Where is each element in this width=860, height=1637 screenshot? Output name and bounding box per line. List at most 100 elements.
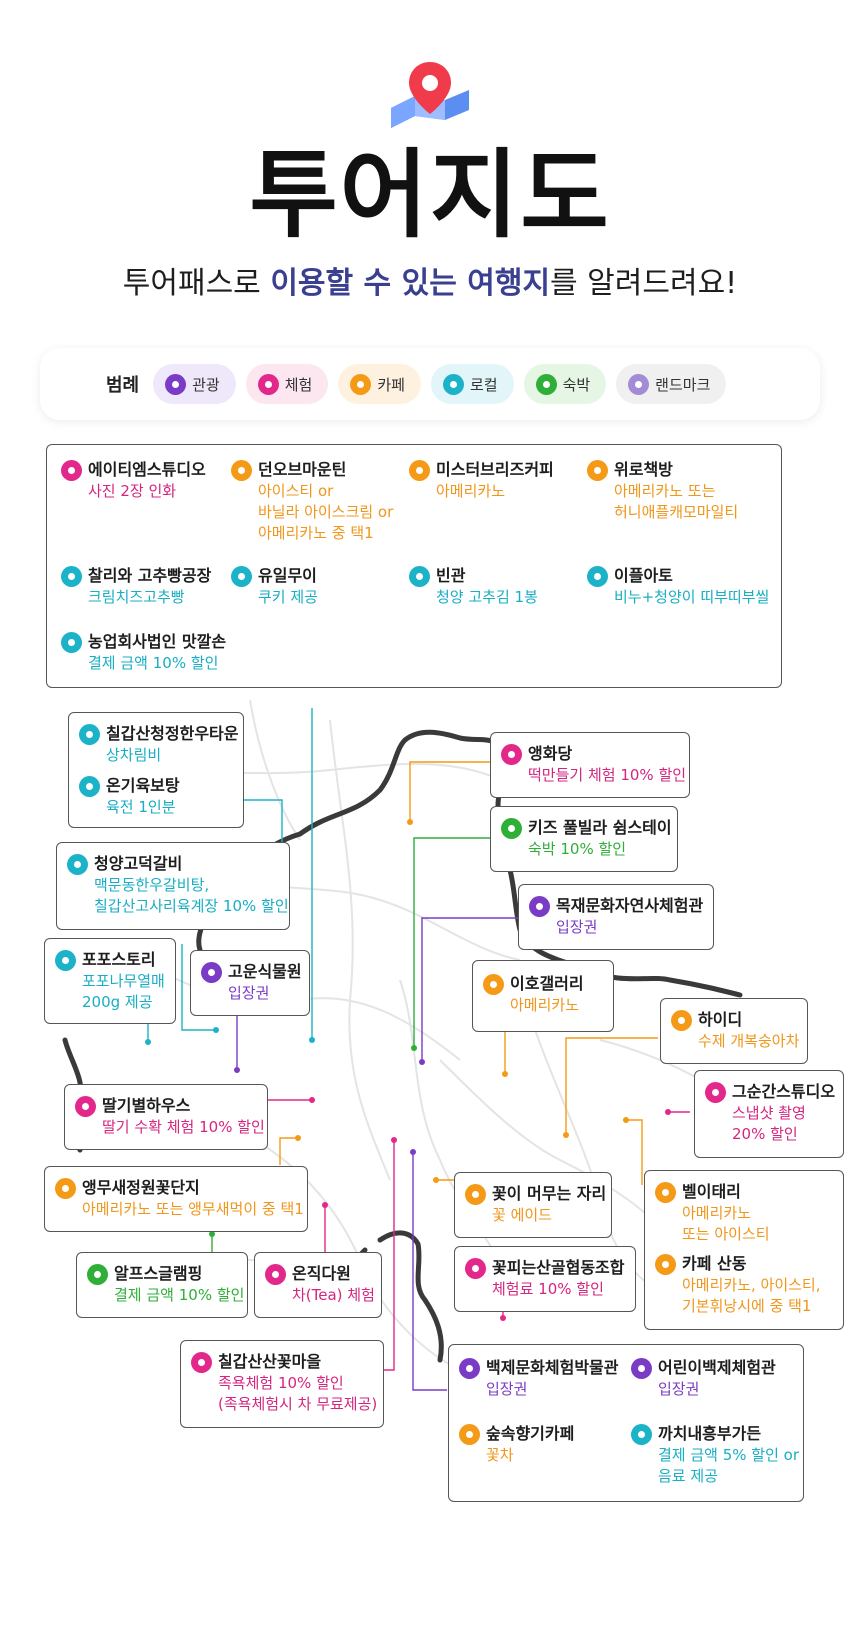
map-pin-icon xyxy=(201,961,222,983)
place-card-parrot-garden: 앵무새정원꽃단지 아메리카노 또는 앵무새먹이 중 택1 xyxy=(44,1166,308,1232)
map-pin-icon xyxy=(265,1263,286,1285)
place-card-heidi: 하이디 수제 개복숭아차 xyxy=(660,998,808,1064)
map-pin-icon xyxy=(75,1095,96,1117)
place-children-baekje-center[interactable]: 어린이백제체험관 입장권 xyxy=(631,1357,776,1400)
map-pin-icon xyxy=(67,853,88,875)
map-pin-icon xyxy=(257,373,279,395)
place-strawberry-star-house[interactable]: 딸기별하우스 딸기 수확 체험 10% 할인 xyxy=(75,1095,265,1138)
map-pin-icon xyxy=(587,459,608,481)
place-card-chilgapsan-flower-village: 칠갑산산꽃마을 족욕체험 10% 할인 (족욕체험시 차 무료제공) xyxy=(180,1340,384,1428)
place-wood-culture-museum[interactable]: 목재문화자연사체험관 입장권 xyxy=(529,895,703,938)
place-card-bel-italy-sandong: 벨이태리 아메리카노 또는 아이스티 카페 산동 아메리카노, 아이스티, 기본… xyxy=(644,1170,844,1330)
map-pin-icon xyxy=(631,1357,652,1379)
map-pin-icon xyxy=(61,459,82,481)
place-heidi[interactable]: 하이디 수제 개복숭아차 xyxy=(671,1009,799,1052)
place-bel-italy[interactable]: 벨이태리 아메리카노 또는 아이스티 xyxy=(655,1181,770,1245)
place-card-goun-botanical: 고운식물원 입장권 xyxy=(190,950,310,1016)
map-pin-icon xyxy=(61,631,82,653)
map-pin-icon xyxy=(631,1423,652,1445)
map-pin-icon xyxy=(501,743,522,765)
map-pin-icon xyxy=(55,949,76,971)
place-dawn-of-mountain[interactable]: 던오브마운틴 아이스티 or 바닐라 아이스크림 or 아메리카노 중 택1 xyxy=(231,459,393,544)
place-goun-botanical-garden[interactable]: 고운식물원 입장권 xyxy=(201,961,302,1004)
place-forest-scent-cafe[interactable]: 숲속향기카페 꽃차 xyxy=(459,1423,574,1466)
map-pin-icon xyxy=(79,775,100,797)
star-pin-icon xyxy=(628,373,650,395)
place-cheongyang-godeok-galbi[interactable]: 청양고덕갈비 맥문동한우갈비탕, 칠갑산고사리육계장 10% 할인 xyxy=(67,853,289,917)
place-matkkalson[interactable]: 농업회사법인 맛깔손 결제 금액 10% 할인 xyxy=(61,631,226,674)
place-parrot-garden-flowers[interactable]: 앵무새정원꽃단지 아메리카노 또는 앵무새먹이 중 택1 xyxy=(55,1177,304,1220)
place-bingwan[interactable]: 빈관 청양 고추김 1봉 xyxy=(409,565,538,608)
map-pin-icon xyxy=(409,459,430,481)
page-title: 투어지도 xyxy=(249,139,611,251)
map-pin-icon xyxy=(61,565,82,587)
map-pin-icon xyxy=(55,1177,76,1199)
place-wiro-bookstore[interactable]: 위로책방 아메리카노 또는 허니애플캐모마일티 xyxy=(587,459,738,523)
map-pin-icon xyxy=(501,817,522,839)
map-pin-icon xyxy=(350,373,372,395)
place-flower-staying-place[interactable]: 꽃이 머무는 자리 꽃 에이드 xyxy=(465,1183,606,1226)
place-kids-poolvilla-shimstay[interactable]: 키즈 풀빌라 쉼스테이 숙박 10% 할인 xyxy=(501,817,672,860)
legend-chip-cafe: 카페 xyxy=(338,364,421,404)
map-pin-icon xyxy=(655,1253,676,1275)
place-card-iho-gallery: 이호갤러리 아메리카노 xyxy=(472,960,614,1032)
map-pin-icon xyxy=(465,1183,486,1205)
place-card-baekje-group: 백제문화체험박물관 입장권 어린이백제체험관 입장권 숲속향기카페 꽃차 까치내… xyxy=(448,1344,804,1502)
place-onjik-dawon[interactable]: 온직다원 차(Tea) 체험 xyxy=(265,1263,375,1306)
map-pin-icon xyxy=(442,373,464,395)
place-card-cheongyang-godeok: 청양고덕갈비 맥문동한우갈비탕, 칠갑산고사리육계장 10% 할인 xyxy=(56,842,290,930)
map-pin-icon xyxy=(87,1263,108,1285)
place-card-wood-culture-museum: 목재문화자연사체험관 입장권 xyxy=(518,884,714,950)
place-cafe-sandong[interactable]: 카페 산동 아메리카노, 아이스티, 기본휘낭시에 중 택1 xyxy=(655,1253,821,1317)
map-pin-icon xyxy=(705,1081,726,1103)
place-card-popo-story: 포포스토리 포포나무열매 200g 제공 xyxy=(44,938,176,1024)
place-flower-cooperative[interactable]: 꽃피는산골협동조합 체험료 10% 할인 xyxy=(465,1257,624,1300)
legend-chip-local: 로컬 xyxy=(430,364,514,404)
legend-chip-stay: 숙박 xyxy=(523,364,607,404)
map-pin-icon xyxy=(483,973,504,995)
place-chilgapsan-flower-village[interactable]: 칠갑산산꽃마을 족욕체험 10% 할인 (족욕체험시 차 무료제공) xyxy=(191,1351,377,1415)
place-moment-studio[interactable]: 그순간스튜디오 스냅샷 촬영 20% 할인 xyxy=(705,1081,835,1145)
place-ongi-yukbotang[interactable]: 온기육보탕 육전 1인분 xyxy=(79,775,180,818)
map-pin-icon xyxy=(459,1357,480,1379)
place-ipeulato[interactable]: 이플아토 비누+청양이 띠부띠부씰 xyxy=(587,565,769,608)
place-card-kids-poolvilla: 키즈 풀빌라 쉼스테이 숙박 10% 할인 xyxy=(490,806,678,872)
top-place-box: 에이티엠스튜디오 사진 2장 인화 던오브마운틴 아이스티 or 바닐라 아이스… xyxy=(46,444,782,688)
legend-chip-experience: 체험 xyxy=(245,364,329,404)
place-baekje-culture-museum[interactable]: 백제문화체험박물관 입장권 xyxy=(459,1357,618,1400)
legend-chip-sightseeing: 관광 xyxy=(153,364,236,404)
place-chilgapsan-hanwoo-town[interactable]: 칠갑산청정한우타운 상차림비 xyxy=(79,723,238,766)
place-card-flower-cooperative: 꽃피는산골협동조합 체험료 10% 할인 xyxy=(454,1246,636,1312)
place-card-flower-staying-place: 꽃이 머무는 자리 꽃 에이드 xyxy=(454,1172,612,1238)
place-mister-breeze-coffee[interactable]: 미스터브리즈커피 아메리카노 xyxy=(409,459,554,502)
place-yuilmui[interactable]: 유일무이 쿠키 제공 xyxy=(231,565,318,608)
map-pin-icon xyxy=(79,723,100,745)
place-alps-glamping[interactable]: 알프스글램핑 결제 금액 10% 할인 xyxy=(87,1263,244,1306)
location-map-icon xyxy=(391,62,469,128)
map-pin-icon xyxy=(165,373,187,395)
place-card-moment-studio: 그순간스튜디오 스냅샷 촬영 20% 할인 xyxy=(694,1070,844,1158)
map-pin-icon xyxy=(655,1181,676,1203)
place-card-strawberry-house: 딸기별하우스 딸기 수확 체험 10% 할인 xyxy=(64,1084,268,1150)
map-pin-icon xyxy=(535,373,557,395)
map-pin-icon xyxy=(191,1351,212,1373)
map-pin-icon xyxy=(231,459,252,481)
place-card-onjik-dawon: 온직다원 차(Tea) 체험 xyxy=(254,1252,382,1318)
map-pin-icon xyxy=(465,1257,486,1279)
map-pin-icon xyxy=(459,1423,480,1445)
legend-title: 범례 xyxy=(106,375,140,396)
place-iho-gallery[interactable]: 이호갤러리 아메리카노 xyxy=(483,973,584,1016)
legend-chip-landmark: 랜드마크 xyxy=(616,364,727,404)
place-popo-story[interactable]: 포포스토리 포포나무열매 200g 제공 xyxy=(55,949,165,1013)
place-card-chilgapsan-hanwoo: 칠갑산청정한우타운 상차림비 온기육보탕 육전 1인분 xyxy=(68,712,244,828)
place-card-alps-glamping: 알프스글램핑 결제 금액 10% 할인 xyxy=(76,1252,248,1318)
place-aenghwadang[interactable]: 앵화당 떡만들기 체험 10% 할인 xyxy=(501,743,686,786)
place-atm-studio[interactable]: 에이티엠스튜디오 사진 2장 인화 xyxy=(61,459,206,502)
place-card-aenghwadang: 앵화당 떡만들기 체험 10% 할인 xyxy=(490,732,690,798)
map-pin-icon xyxy=(671,1009,692,1031)
legend: 범례 관광 체험 카페 로컬 숙박 랜드마크 xyxy=(40,348,820,420)
place-charlie-pepper-bread[interactable]: 찰리와 고추빵공장 크림치즈고추빵 xyxy=(61,565,211,608)
place-kkachinae-heungbu-garden[interactable]: 까치내흥부가든 결제 금액 5% 할인 or 음료 제공 xyxy=(631,1423,799,1487)
map-pin-icon xyxy=(529,895,550,917)
map-pin-icon xyxy=(587,565,608,587)
